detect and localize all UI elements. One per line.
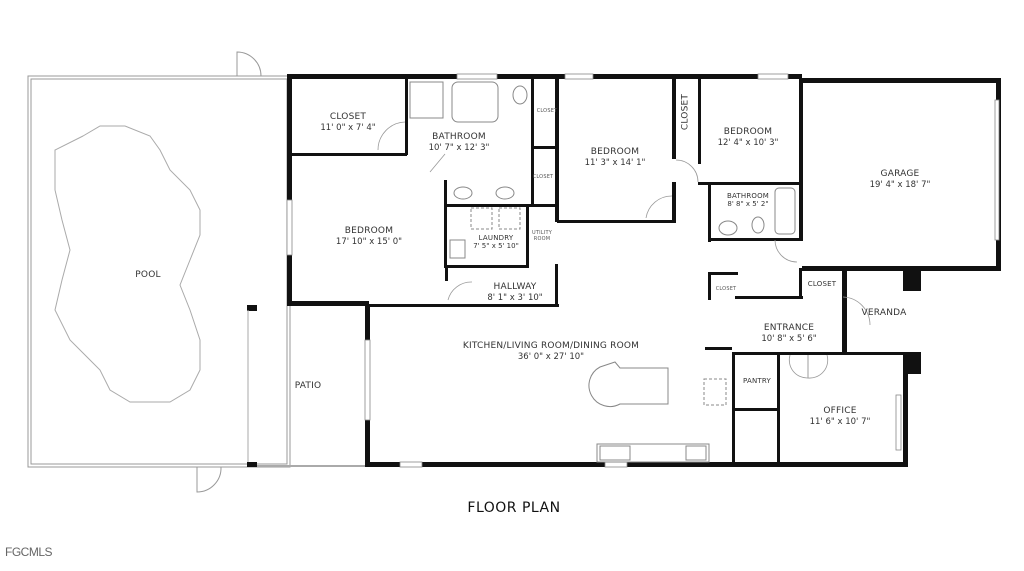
room-dims: 11' 6" x 10' 7" [809, 417, 871, 427]
room-name: OFFICE [823, 406, 857, 416]
room-label-bedroom-master: BEDROOM 17' 10" x 15' 0" [336, 226, 402, 247]
room-label-closet-small-1: CLOSET [537, 108, 558, 114]
room-name: LAUNDRY [478, 234, 514, 242]
room-label-closet-entry: CLOSET [808, 280, 836, 288]
room-name: BEDROOM [723, 127, 773, 137]
room-label-utility: UTILITY ROOM [531, 230, 553, 242]
interior-walls [292, 79, 904, 467]
room-name: PANTRY [743, 377, 771, 385]
room-dims: 11' 3" x 14' 1" [584, 158, 646, 168]
room-dims: 11' 0" x 7' 4" [320, 123, 376, 133]
room-name: BEDROOM [344, 226, 394, 236]
room-label-closet-vertical: CLOSET [681, 94, 692, 130]
exterior-walls [287, 74, 1001, 467]
room-label-bathroom-2: BATHROOM 8' 8" x 5' 2" [727, 192, 769, 208]
brand-watermark: FGCMLS [5, 545, 53, 559]
room-name: ENTRANCE [763, 323, 815, 333]
room-dims: 7' 5" x 5' 10" [473, 242, 519, 250]
room-label-closet-master: CLOSET 11' 0" x 7' 4" [320, 112, 375, 133]
room-label-office: OFFICE 11' 6" x 10' 7" [810, 406, 871, 427]
windows [286, 73, 1000, 468]
room-label-closet-small-2: CLOSET [533, 174, 554, 180]
room-name: CLOSET [329, 112, 367, 122]
room-label-pool: POOL [135, 270, 160, 281]
room-name: CLOSET [680, 93, 691, 131]
room-dims: 8' 1" x 3' 10" [487, 293, 543, 303]
door-arc [236, 51, 262, 77]
room-dims: 36' 0" x 27' 10" [517, 352, 585, 362]
room-dims: 17' 10" x 15' 0" [335, 237, 403, 247]
pool-shape [54, 125, 201, 403]
room-dims: 19' 4" x 18' 7" [869, 180, 931, 190]
room-label-pantry: PANTRY [743, 377, 771, 385]
room-label-bathroom-master: BATHROOM 10' 7" x 12' 3" [429, 132, 490, 153]
room-dims: 10' 8" x 5' 6" [761, 334, 817, 344]
plan-title: FLOOR PLAN [467, 500, 561, 516]
room-name: UTILITY ROOM [532, 230, 552, 242]
room-label-closet-hall: CLOSET [716, 286, 737, 292]
room-label-bedroom-2: BEDROOM 11' 3" x 14' 1" [585, 147, 646, 168]
room-name: PATIO [294, 381, 322, 391]
room-name: GARAGE [880, 169, 920, 179]
fixtures [409, 81, 796, 463]
room-name: POOL [135, 270, 161, 280]
room-name: KITCHEN/LIVING ROOM/DINING ROOM [462, 341, 640, 351]
room-name: HALLWAY [493, 282, 537, 292]
room-name: CLOSET [532, 174, 554, 180]
room-dims: 10' 7" x 12' 3" [428, 143, 490, 153]
room-label-garage: GARAGE 19' 4" x 18' 7" [870, 169, 931, 190]
room-name: CLOSET [715, 286, 737, 292]
room-name: BATHROOM [726, 192, 770, 200]
door-arc [196, 466, 222, 493]
room-label-kitchen: KITCHEN/LIVING ROOM/DINING ROOM 36' 0" x… [463, 341, 639, 362]
room-label-veranda: VERANDA [862, 308, 907, 319]
room-dims: 8' 8" x 5' 2" [727, 200, 769, 208]
door-swings [377, 121, 871, 379]
room-name: BATHROOM [432, 132, 486, 142]
room-dims: 12' 4" x 10' 3" [717, 138, 779, 148]
room-name: CLOSET [536, 108, 558, 114]
room-label-laundry: LAUNDRY 7' 5" x 5' 10" [473, 234, 519, 250]
room-name: CLOSET [807, 280, 837, 288]
room-label-bedroom-3: BEDROOM 12' 4" x 10' 3" [718, 127, 779, 148]
room-name: VERANDA [861, 308, 907, 318]
room-label-hallway: HALLWAY 8' 1" x 3' 10" [487, 282, 542, 303]
room-label-entrance: ENTRANCE 10' 8" x 5' 6" [761, 323, 816, 344]
room-name: BEDROOM [590, 147, 640, 157]
room-label-patio: PATIO [295, 381, 322, 392]
